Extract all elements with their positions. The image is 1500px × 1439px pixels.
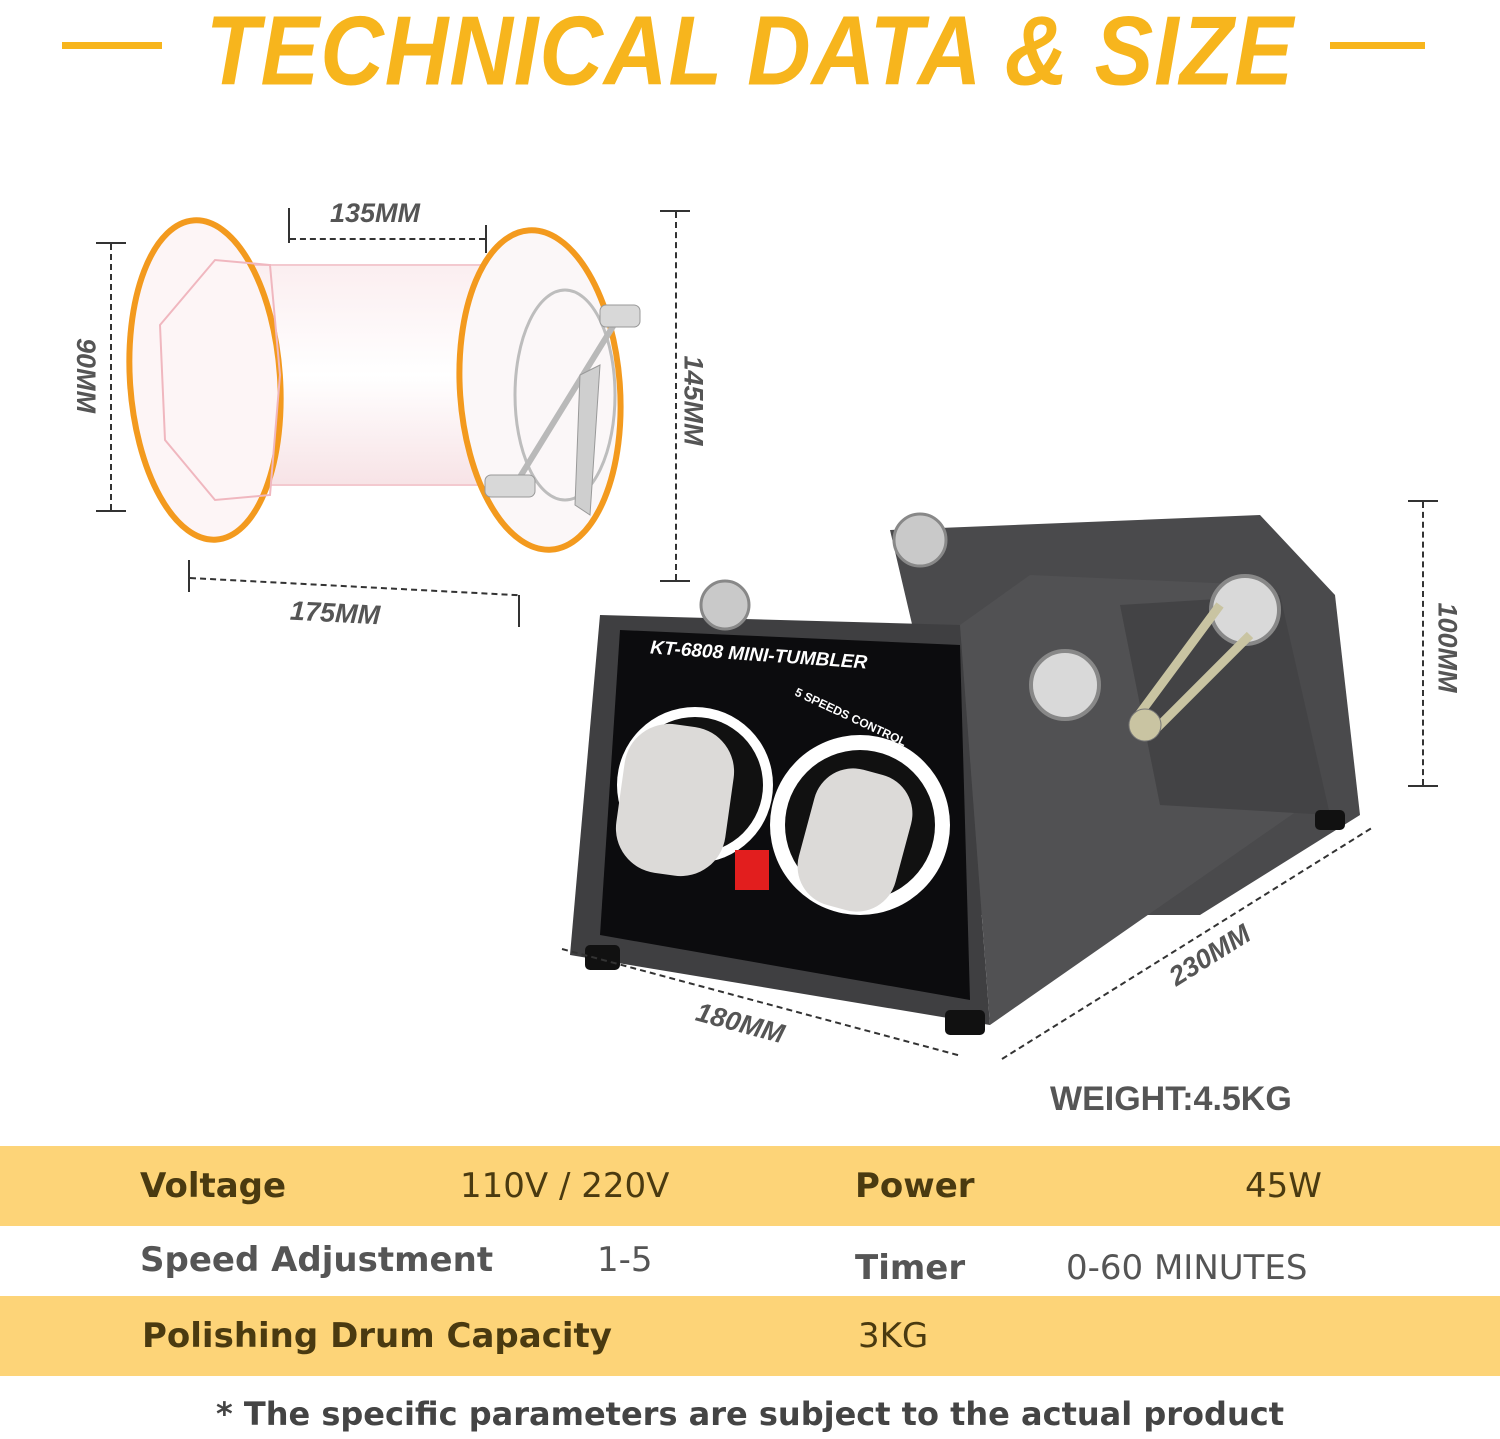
title-banner: TECHNICAL DATA & SIZE: [0, 0, 1500, 106]
dim-175-tick-right: [518, 595, 520, 627]
dim-90-tick-top: [96, 242, 126, 244]
drum-inner-length-label: 135MM: [330, 198, 421, 228]
dim-90-line: [110, 244, 112, 510]
polishing-drum-image: [120, 205, 670, 585]
drum-diameter-label: 145MM: [678, 355, 709, 446]
spec-value-speed: 1-5: [597, 1240, 653, 1280]
title-left-rule: [62, 42, 162, 49]
tumbler-machine-image: KT-6808 MINI-TUMBLER 5 SPEEDS CONTROL: [560, 495, 1380, 1035]
spec-label-voltage: Voltage: [140, 1166, 287, 1206]
spec-row-capacity: Polishing Drum Capacity 3KG: [0, 1296, 1500, 1376]
dim-135-tick-right: [485, 225, 487, 253]
dim-145-line: [675, 212, 677, 580]
weight-label: WEIGHT:4.5KG: [1050, 1080, 1292, 1118]
spec-label-power: Power: [855, 1166, 975, 1206]
title-right-rule: [1330, 42, 1425, 49]
footnote: * The specific parameters are subject to…: [216, 1395, 1284, 1433]
dim-175-tick-left: [188, 560, 190, 592]
spec-value-power: 45W: [1245, 1166, 1322, 1206]
dim-135-line: [290, 238, 485, 240]
spec-row-speed-timer: Speed Adjustment 1-5 Timer 0-60 MINUTES: [0, 1226, 1500, 1306]
spec-row-voltage-power: Voltage 110V / 220V Power 45W: [0, 1146, 1500, 1226]
drum-length-label: 175MM: [289, 595, 381, 631]
dim-145-tick-bottom: [660, 580, 690, 582]
spec-label-capacity: Polishing Drum Capacity: [142, 1316, 612, 1356]
dim-90-tick-bottom: [96, 510, 126, 512]
dim-135-tick-left: [288, 208, 290, 243]
drum-icon: [126, 217, 641, 553]
dim-100-line: [1422, 502, 1424, 785]
machine-height-label: 100MM: [1432, 602, 1463, 693]
drum-height-label: 90MM: [71, 337, 102, 414]
dim-100-tick-top: [1408, 500, 1438, 502]
spec-value-capacity: 3KG: [858, 1316, 929, 1356]
page-title: TECHNICAL DATA & SIZE: [205, 0, 1295, 106]
dim-100-tick-bottom: [1408, 785, 1438, 787]
spec-value-voltage: 110V / 220V: [460, 1166, 670, 1206]
spec-value-timer: 0-60 MINUTES: [1066, 1248, 1308, 1288]
dim-145-tick-top: [660, 210, 690, 212]
spec-label-timer: Timer: [855, 1248, 966, 1288]
spec-label-speed: Speed Adjustment: [140, 1240, 494, 1280]
tumbler-machine-icon: [570, 512, 1360, 1035]
